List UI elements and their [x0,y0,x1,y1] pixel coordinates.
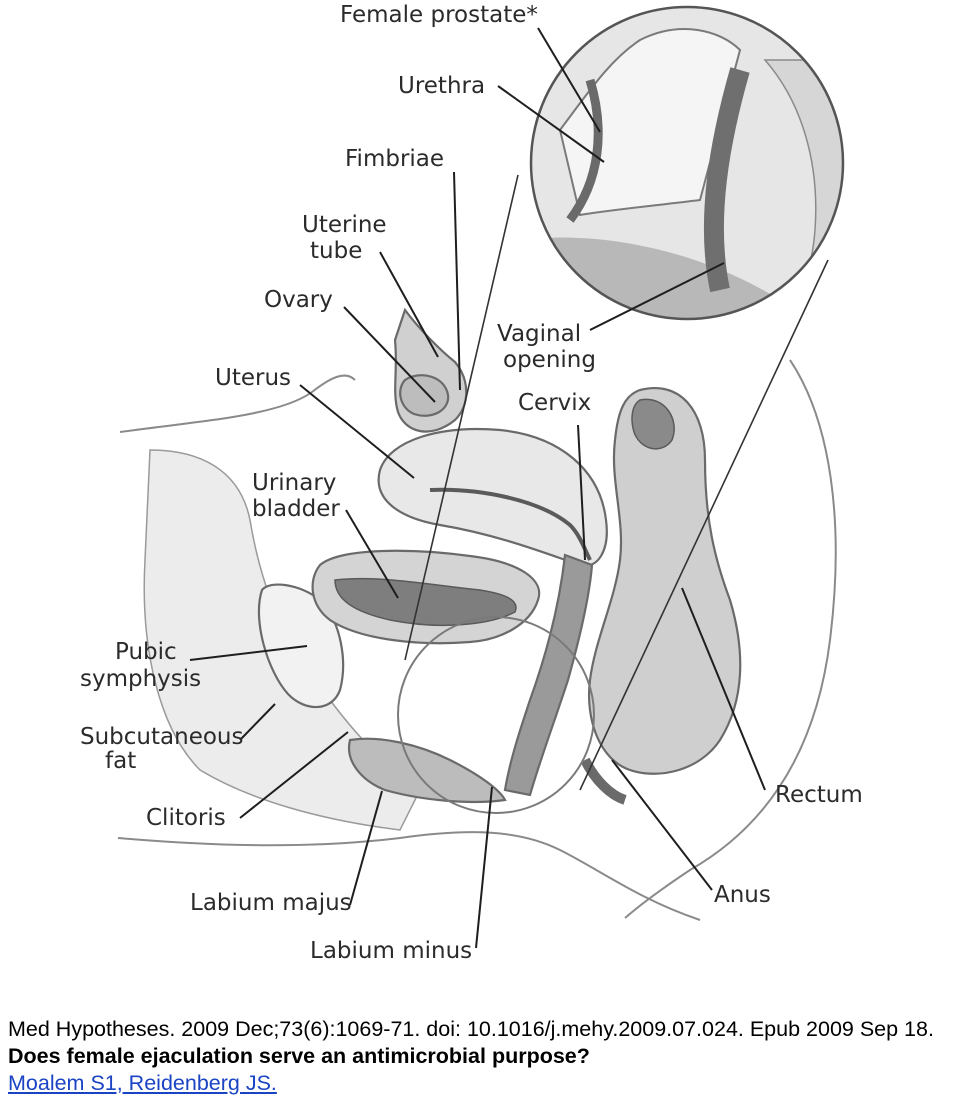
citation-block: Med Hypotheses. 2009 Dec;73(6):1069-71. … [8,1016,958,1097]
leader-female-prostate [537,27,601,133]
uterus-shape [377,427,608,567]
bladder-lumen [334,577,517,627]
leader-ovary [343,306,436,403]
leader-clitoris [239,731,349,819]
small-magnifier-circle [397,616,595,814]
rectum-shape [588,387,742,775]
label-pubic-symphysis-line2: symphysis [80,666,201,692]
zoom-connector-right [579,259,829,791]
leader-uterus [299,384,415,479]
labia-shape [347,737,507,804]
label-urinary-bladder-line2: bladder [252,496,340,522]
label-urinary-bladder-line1: Urinary [252,470,336,496]
leader-anus [611,759,713,891]
label-pubic-symphysis-line1: Pubic [115,639,177,665]
zoom-inset [529,5,845,321]
posterior-body-wall [624,359,837,919]
leader-uterine-tube [379,251,439,358]
zoom-connector-left [404,174,519,661]
ovary-shape [399,374,450,417]
anal-canal [580,757,627,805]
leader-subcutaneous-fat [239,703,276,741]
label-uterus: Uterus [215,365,291,391]
label-labium-minus: Labium minus [310,938,472,964]
label-uterine-tube-line2: tube [310,238,362,264]
rectum-upper-lumen [631,398,675,450]
vagina-shape [503,553,594,797]
leader-pubic-symphysis [189,645,308,661]
leader-rectum [681,587,766,791]
label-fimbriae: Fimbriae [345,146,444,172]
citation-title: Does female ejaculation serve an antimic… [8,1044,590,1068]
leader-urethra [497,85,605,163]
label-cervix: Cervix [518,390,591,416]
leader-cervix [577,424,586,561]
perineum-skin [117,831,701,921]
label-urethra: Urethra [398,73,485,99]
label-ovary: Ovary [264,287,333,313]
leader-urinary-bladder [345,509,399,599]
leader-labium-minus [475,786,493,949]
label-uterine-tube-line1: Uterine [302,212,387,238]
leader-vaginal-opening [589,262,725,331]
label-female-prostate: Female prostate* [340,2,538,28]
leader-fimbriae [453,171,461,391]
citation-journal: Med Hypotheses. 2009 Dec;73(6):1069-71. … [8,1017,934,1041]
label-vaginal-opening-line2: opening [503,347,596,373]
citation-authors-link[interactable]: Moalem S1, Reidenberg JS. [8,1071,277,1095]
label-labium-majus: Labium majus [190,890,352,916]
leader-labium-majus [349,790,383,906]
anatomy-diagram: Female prostate* Urethra Fimbriae Uterin… [80,2,863,964]
label-clitoris: Clitoris [146,805,226,831]
label-rectum: Rectum [775,782,863,808]
label-subcutaneous-fat-line2: fat [105,748,136,774]
label-subcutaneous-fat-line1: Subcutaneous [80,724,243,750]
body-outline [119,374,356,433]
label-vaginal-opening-line1: Vaginal [497,321,581,347]
label-anus: Anus [714,882,771,908]
